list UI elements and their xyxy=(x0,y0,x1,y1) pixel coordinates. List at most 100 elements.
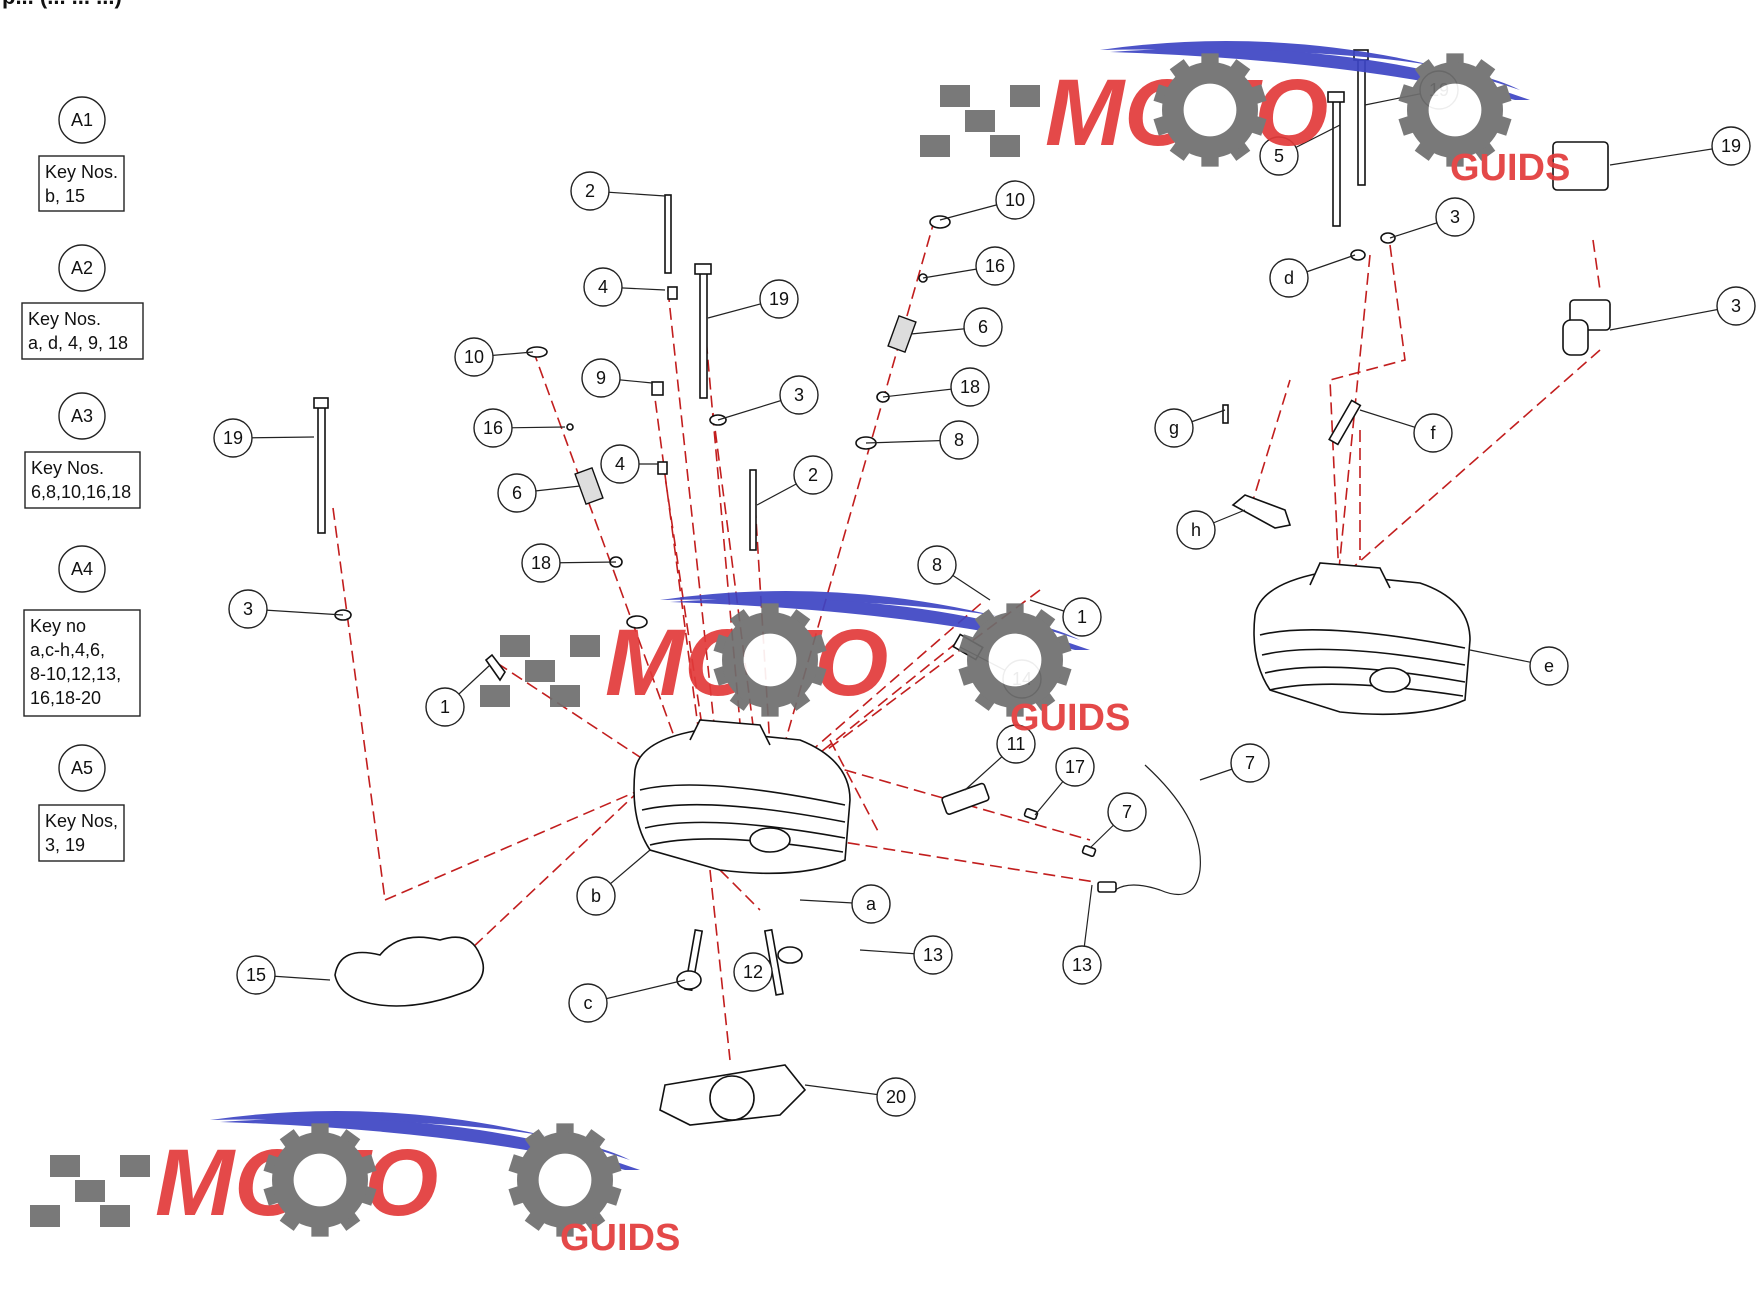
callout-circle xyxy=(779,375,819,415)
callout-3: 3 xyxy=(717,375,819,421)
gear-icon xyxy=(508,1123,622,1237)
callout-label: 11 xyxy=(1007,734,1026,754)
callout-12: 12 xyxy=(733,952,773,992)
callout-label: 2 xyxy=(808,465,818,485)
gear-icon xyxy=(263,1123,377,1237)
callout-3: 3 xyxy=(1609,286,1756,331)
callout-circle xyxy=(913,935,953,975)
watermark-logos: MOTOGUIDSMOTOGUIDSMOTOGUIDS xyxy=(30,41,1570,1259)
callout-18: 18 xyxy=(882,367,990,407)
gear-icon xyxy=(1398,53,1512,167)
callout-18: 18 xyxy=(521,543,617,583)
callout-circle xyxy=(996,724,1036,764)
callout-label: b xyxy=(591,886,601,906)
legend-line: a,c-h,4,6, xyxy=(30,640,105,660)
callout-label: h xyxy=(1191,520,1201,540)
callout-10: 10 xyxy=(939,180,1035,221)
callout-label: 16 xyxy=(483,418,503,438)
moto-guids-logo: MOTOGUIDS xyxy=(480,591,1130,739)
callout-7: 7 xyxy=(1089,792,1147,849)
callout-circle xyxy=(1230,743,1270,783)
callout-circle xyxy=(600,444,640,484)
callout-1: 1 xyxy=(425,664,491,727)
callout-label: 7 xyxy=(1245,753,1255,773)
callout-2: 2 xyxy=(756,455,833,506)
callout-circle xyxy=(213,418,253,458)
sensor-cable xyxy=(1097,764,1201,895)
legend-id: A4 xyxy=(71,559,93,579)
callout-13: 13 xyxy=(859,935,953,975)
legend-id-circle xyxy=(58,244,106,292)
callout-circle xyxy=(228,589,268,629)
callout-circle xyxy=(570,171,610,211)
callout-label: 1 xyxy=(440,697,450,717)
callout-5: 5 xyxy=(1259,124,1341,176)
legend-box xyxy=(38,155,125,212)
callout-13: 13 xyxy=(1062,884,1102,985)
legend-box xyxy=(23,609,141,717)
callout-label: 8 xyxy=(932,555,942,575)
callout-6: 6 xyxy=(497,473,581,513)
legend-id-circle xyxy=(58,96,106,144)
callout-label: 17 xyxy=(1065,757,1085,777)
callout-c: c xyxy=(568,979,686,1023)
callout-circle xyxy=(1413,413,1453,453)
gaskets xyxy=(334,936,807,1126)
callout-label: 19 xyxy=(223,428,243,448)
moto-guids-logo: MOTOGUIDS xyxy=(30,1111,680,1259)
callout-circle xyxy=(939,420,979,460)
callout-circle xyxy=(917,545,957,585)
callout-label: 6 xyxy=(978,317,988,337)
callout-label: 19 xyxy=(769,289,789,309)
callout-label: a xyxy=(866,894,877,914)
callout-label: 4 xyxy=(598,277,608,297)
callout-circle xyxy=(1259,136,1299,176)
legend-box xyxy=(38,804,125,862)
callout-label: 4 xyxy=(615,454,625,474)
callout-label: 13 xyxy=(1072,955,1092,975)
callout-label: 15 xyxy=(246,965,266,985)
callout-circle xyxy=(1716,286,1756,326)
callout-label: c xyxy=(584,993,593,1013)
callout-6: 6 xyxy=(910,307,1003,347)
legend-id-circle xyxy=(58,545,106,593)
callout-label: f xyxy=(1430,423,1436,443)
callout-19: 19 xyxy=(213,418,315,458)
callout-label: 7 xyxy=(1122,802,1132,822)
callout-h: h xyxy=(1176,509,1246,550)
logo-sub: GUIDS xyxy=(1010,697,1130,739)
gear-icon xyxy=(713,603,827,717)
callout-circle xyxy=(581,358,621,398)
callout-label: 8 xyxy=(954,430,964,450)
legend-id: A2 xyxy=(71,258,93,278)
callout-circle xyxy=(1055,747,1095,787)
callout-16: 16 xyxy=(473,408,566,448)
callout-circle xyxy=(1062,945,1102,985)
callout-label: 18 xyxy=(960,377,980,397)
callout-circle xyxy=(1107,792,1147,832)
legend-line: 6,8,10,16,18 xyxy=(31,482,131,502)
cylinder-head-main xyxy=(633,719,851,875)
leader-line xyxy=(1609,145,1732,166)
legend-line: 8-10,12,13, xyxy=(30,664,121,684)
callout-circle xyxy=(1154,408,1194,448)
callout-8: 8 xyxy=(865,420,979,460)
legend-id: A5 xyxy=(71,758,93,778)
callout-label: 6 xyxy=(512,483,522,503)
callout-label: 10 xyxy=(1005,190,1025,210)
callout-label: 13 xyxy=(923,945,943,965)
callout-circle xyxy=(583,267,623,307)
callout-circle xyxy=(473,408,513,448)
callout-label: 3 xyxy=(794,385,804,405)
callout-label: 3 xyxy=(1731,296,1741,316)
callout-circle xyxy=(236,955,276,995)
gear-icon xyxy=(1153,53,1267,167)
callout-circle xyxy=(759,279,799,319)
callout-circle xyxy=(1529,646,1569,686)
